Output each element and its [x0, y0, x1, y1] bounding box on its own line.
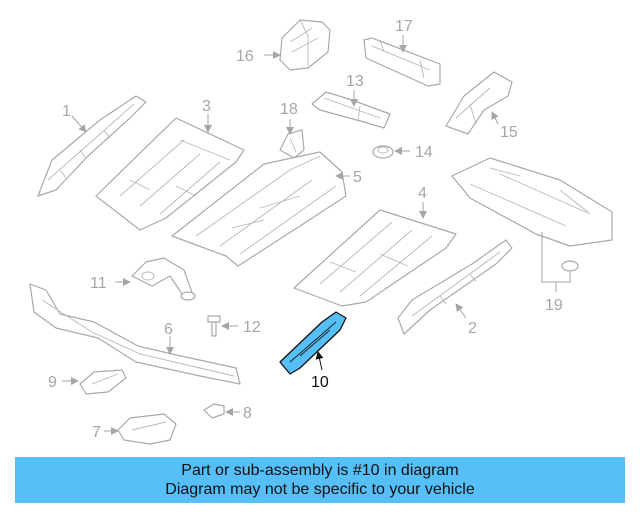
part-6-long-bar[interactable]: [29, 283, 241, 385]
part-13-crossmember[interactable]: [311, 91, 391, 129]
part-10-highlighted[interactable]: [279, 311, 347, 375]
callout-11: 11: [90, 275, 107, 292]
callout-4: 4: [418, 185, 427, 202]
part-16-bracket[interactable]: [279, 19, 331, 71]
callout-16: 16: [236, 48, 254, 65]
part-19-undercover[interactable]: [451, 157, 613, 272]
part-11-mount-bracket[interactable]: [131, 257, 196, 301]
part-17-rail[interactable]: [363, 37, 441, 87]
part-4-rear-floor[interactable]: [293, 209, 457, 307]
callout-19: 19: [545, 297, 563, 314]
callout-17: 17: [395, 18, 413, 35]
banner-line-1: Part or sub-assembly is #10 in diagram: [181, 462, 459, 479]
info-banner: Part or sub-assembly is #10 in diagram D…: [15, 457, 625, 503]
part-15-bracket[interactable]: [445, 71, 513, 135]
part-9-bracket[interactable]: [79, 369, 127, 395]
callout-13: 13: [346, 73, 364, 90]
callout-9: 9: [48, 374, 57, 391]
callout-8: 8: [243, 405, 252, 422]
banner-line-2: Diagram may not be specific to your vehi…: [165, 481, 475, 498]
part-14-grommet[interactable]: [372, 145, 394, 159]
part-3-floor-panel[interactable]: [95, 117, 245, 231]
callout-18: 18: [280, 101, 298, 118]
part-5-center-floor[interactable]: [171, 151, 347, 267]
part-2-side-sill[interactable]: [397, 239, 513, 335]
part-1-side-rail[interactable]: [37, 95, 147, 197]
part-12-bolt[interactable]: [207, 315, 221, 337]
callout-12: 12: [243, 319, 261, 336]
part-18-bracket[interactable]: [279, 129, 305, 159]
callout-10: 10: [311, 374, 329, 391]
part-8-clip[interactable]: [203, 403, 225, 419]
part-7-bracket[interactable]: [117, 413, 177, 445]
callout-2: 2: [468, 320, 477, 337]
callout-5: 5: [353, 169, 362, 186]
callout-3: 3: [202, 98, 211, 115]
callout-14: 14: [415, 144, 433, 161]
callout-7: 7: [92, 424, 101, 441]
callout-1: 1: [62, 103, 71, 120]
callout-6: 6: [164, 321, 173, 338]
callout-15: 15: [500, 124, 518, 141]
exploded-parts-diagram: 16 17 13 18 14 15 1 3: [29, 18, 613, 445]
